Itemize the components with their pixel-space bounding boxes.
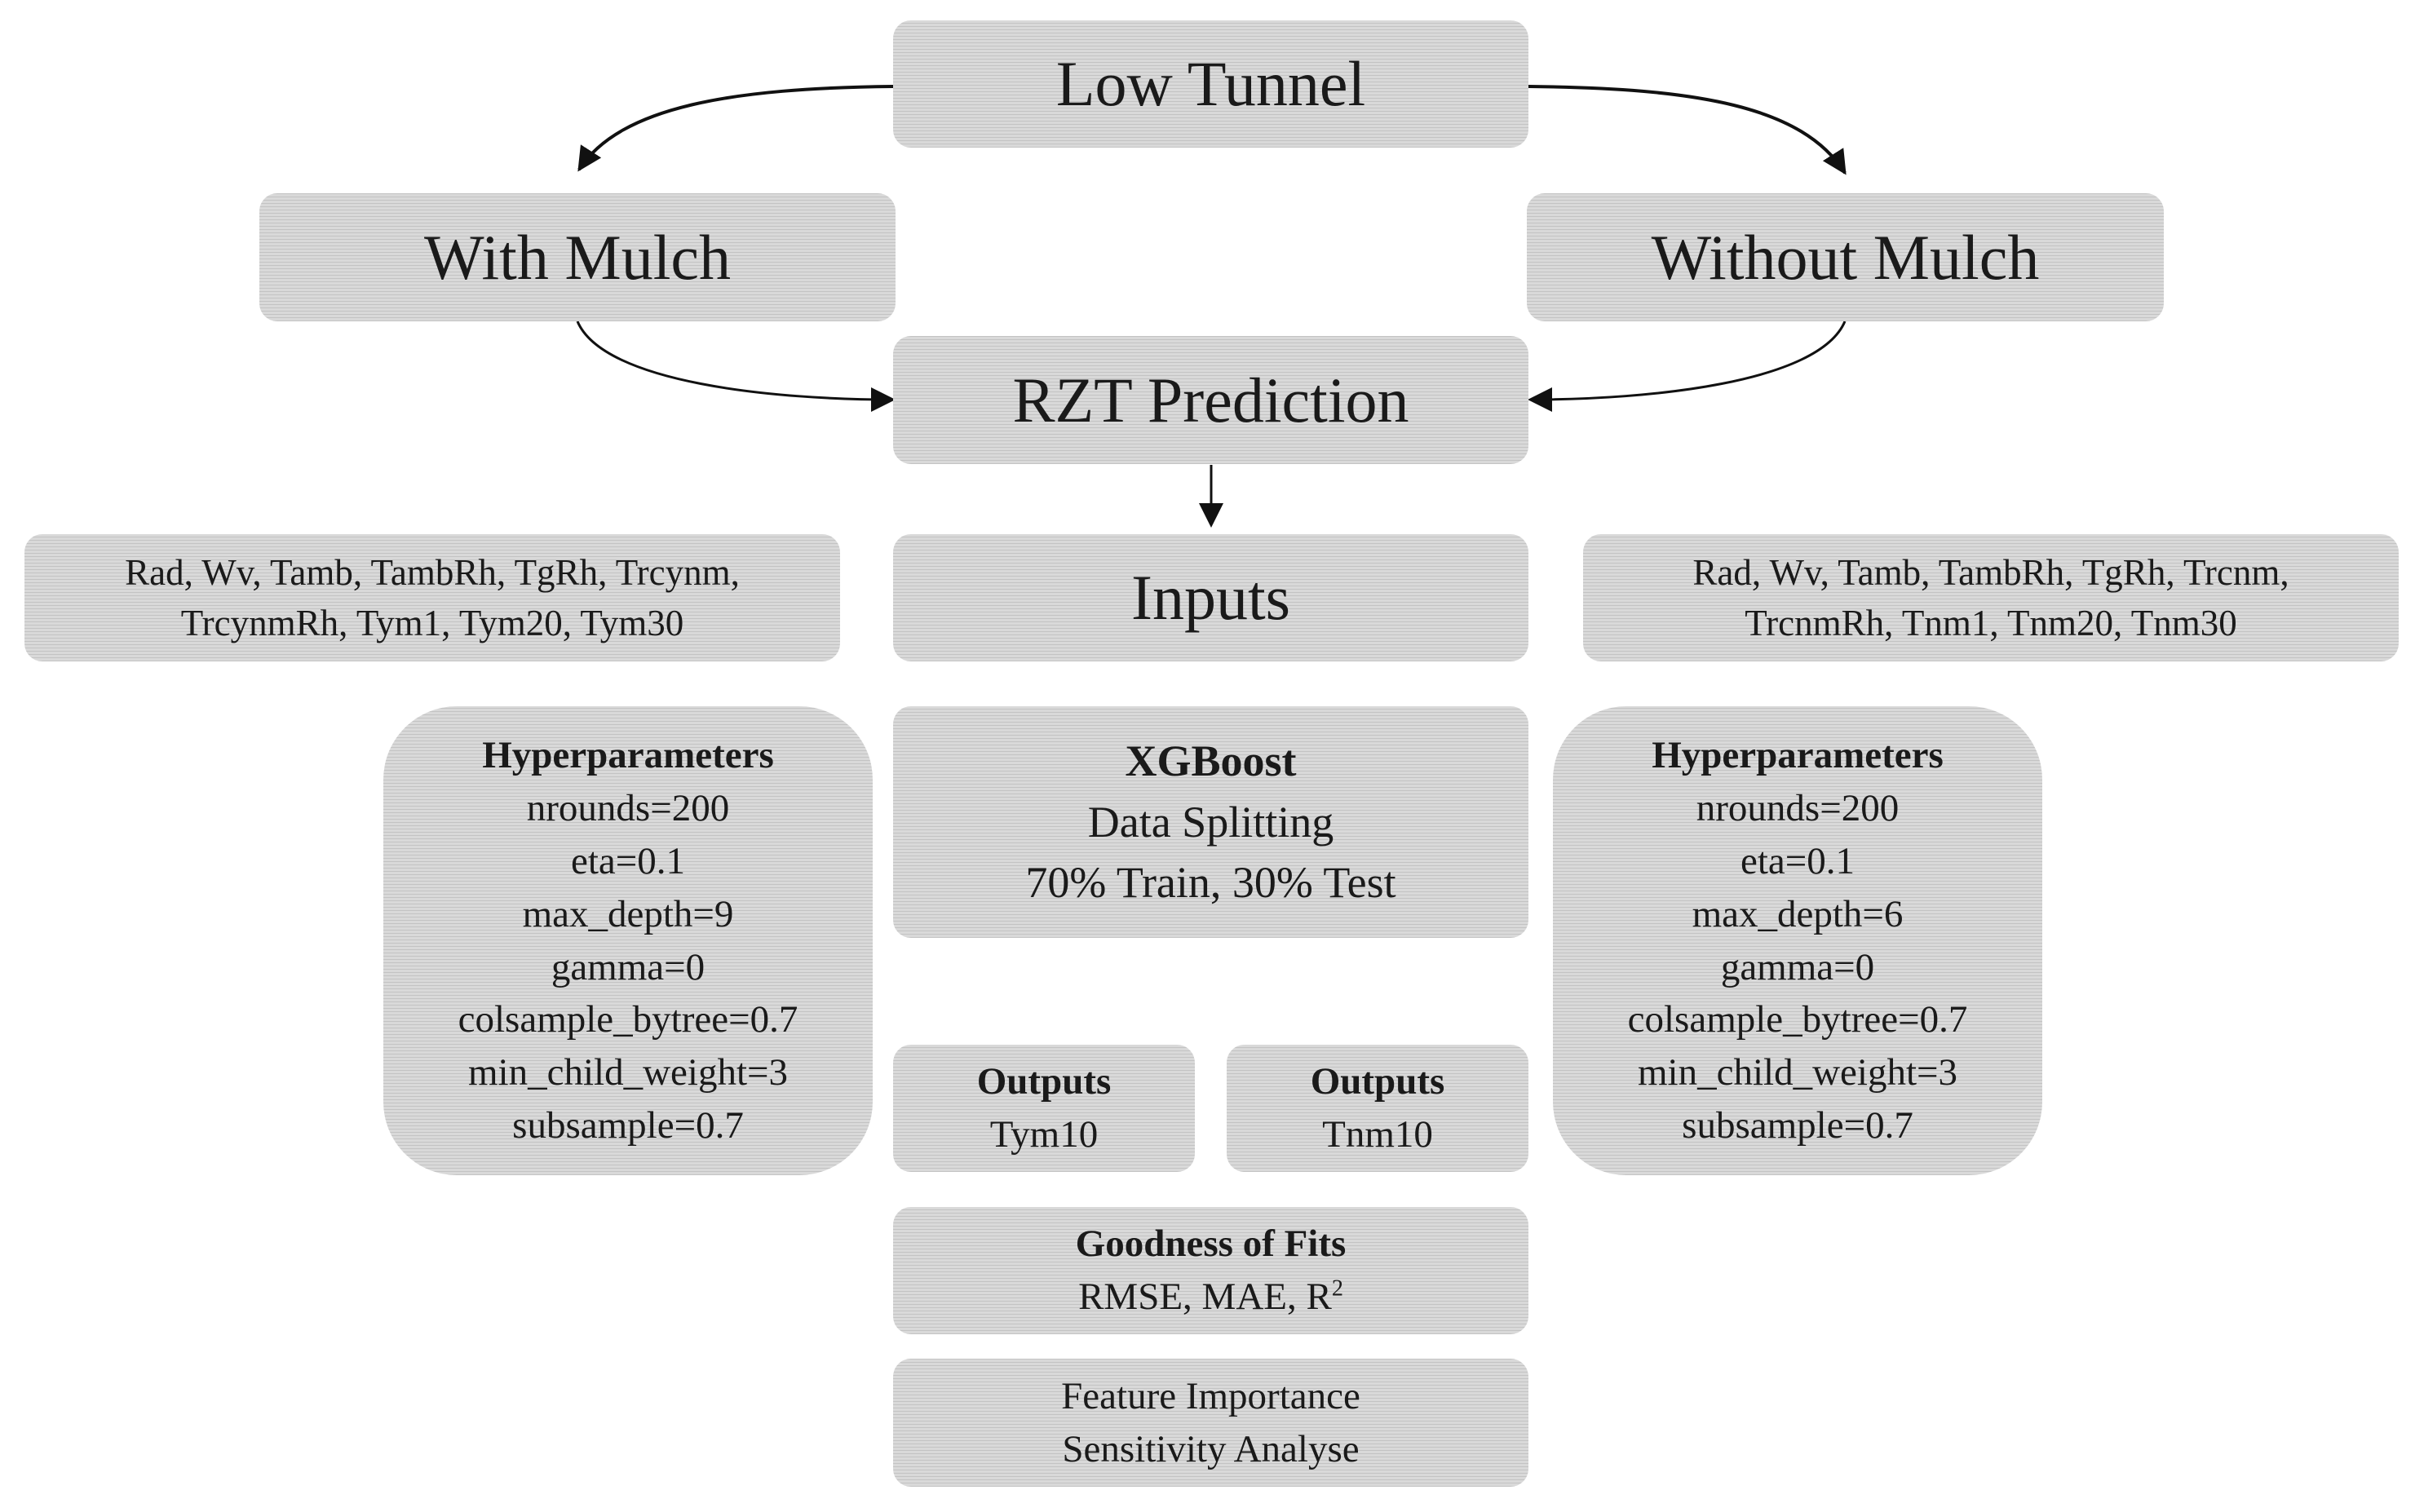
outputs-left-value: Tym10: [989, 1113, 1099, 1156]
hyper-right-param: eta=0.1: [1740, 839, 1855, 882]
hyper-right-param: nrounds=200: [1696, 786, 1900, 829]
rzt-prediction-box: RZT Prediction: [893, 336, 1528, 464]
inputs-list-left: Rad, Wv, Tamb, TambRh, TgRh, Trcynm, Trc…: [24, 534, 840, 661]
arrow-without-mulch-to-rzt: [1528, 321, 1847, 412]
hyper-left-param: subsample=0.7: [512, 1104, 744, 1147]
arrow-low-tunnel-to-with-mulch: [577, 85, 894, 172]
goodness-metrics: RMSE, MAE, R: [1078, 1275, 1332, 1318]
arrow-with-mulch-to-rzt: [576, 321, 896, 412]
hyper-right-param: colsample_bytree=0.7: [1627, 998, 1968, 1041]
hyperparameters-left-title: Hyperparameters: [482, 734, 774, 777]
hyper-left-param: colsample_bytree=0.7: [458, 998, 798, 1041]
outputs-right-value: Tnm10: [1322, 1113, 1433, 1156]
outputs-right-box: Outputs Tnm10: [1227, 1045, 1528, 1172]
hyper-right-param: subsample=0.7: [1682, 1104, 1913, 1147]
hyper-left-param: min_child_weight=3: [467, 1051, 789, 1094]
xgboost-line1: Data Splitting: [1087, 797, 1334, 847]
hyper-left-param: nrounds=200: [526, 786, 730, 829]
low-tunnel-label: Low Tunnel: [1055, 48, 1366, 120]
without-mulch-label: Without Mulch: [1651, 221, 2040, 293]
outputs-left-box: Outputs Tym10: [893, 1045, 1195, 1172]
goodness-title: Goodness of Fits: [1075, 1222, 1347, 1266]
with-mulch-box: With Mulch: [259, 193, 896, 321]
outputs-right-title: Outputs: [1310, 1060, 1445, 1103]
outputs-left-title: Outputs: [976, 1060, 1112, 1103]
low-tunnel-box: Low Tunnel: [893, 20, 1528, 148]
arrow-low-tunnel-to-without-mulch: [1528, 85, 1847, 175]
inputs-list-right: Rad, Wv, Tamb, TambRh, TgRh, Trcnm, Trcn…: [1583, 534, 2399, 661]
inputs-box: Inputs: [893, 534, 1528, 661]
xgboost-box: XGBoost Data Splitting 70% Train, 30% Te…: [893, 706, 1528, 938]
hyper-left-param: max_depth=9: [522, 892, 734, 935]
r-squared-exponent: 2: [1331, 1275, 1343, 1302]
hyper-left-param: gamma=0: [551, 945, 705, 988]
hyper-right-param: min_child_weight=3: [1637, 1051, 1958, 1094]
goodness-metrics-line: RMSE, MAE, R2: [1078, 1271, 1343, 1324]
inputs-left-line1: Rad, Wv, Tamb, TambRh, TgRh, Trcynm,: [125, 551, 740, 593]
xgboost-title: XGBoost: [1125, 736, 1297, 786]
hyper-right-param: max_depth=6: [1692, 892, 1904, 935]
feature-importance-label: Feature Importance: [1061, 1374, 1360, 1417]
goodness-of-fits-box: Goodness of Fits RMSE, MAE, R2: [893, 1207, 1528, 1334]
inputs-left-line2: TrcynmRh, Tym1, Tym20, Tym30: [180, 603, 684, 643]
xgboost-line2: 70% Train, 30% Test: [1025, 858, 1396, 908]
without-mulch-box: Without Mulch: [1527, 193, 2164, 321]
hyper-right-param: gamma=0: [1720, 945, 1875, 988]
with-mulch-label: With Mulch: [424, 221, 731, 293]
inputs-label: Inputs: [1131, 562, 1290, 634]
inputs-right-line2: TrcnmRh, Tnm1, Tnm20, Tnm30: [1745, 603, 2237, 643]
hyper-left-param: eta=0.1: [570, 839, 686, 882]
hyperparameters-right-title: Hyperparameters: [1652, 734, 1944, 777]
rzt-prediction-label: RZT Prediction: [1012, 364, 1409, 435]
hyperparameters-left-box: Hyperparameters nrounds=200 eta=0.1 max_…: [383, 706, 873, 1175]
inputs-right-line1: Rad, Wv, Tamb, TambRh, TgRh, Trcnm,: [1692, 551, 2289, 593]
hyperparameters-right-box: Hyperparameters nrounds=200 eta=0.1 max_…: [1553, 706, 2042, 1175]
sensitivity-analysis-label: Sensitivity Analyse: [1062, 1427, 1360, 1470]
analysis-box: Feature Importance Sensitivity Analyse: [893, 1359, 1528, 1487]
